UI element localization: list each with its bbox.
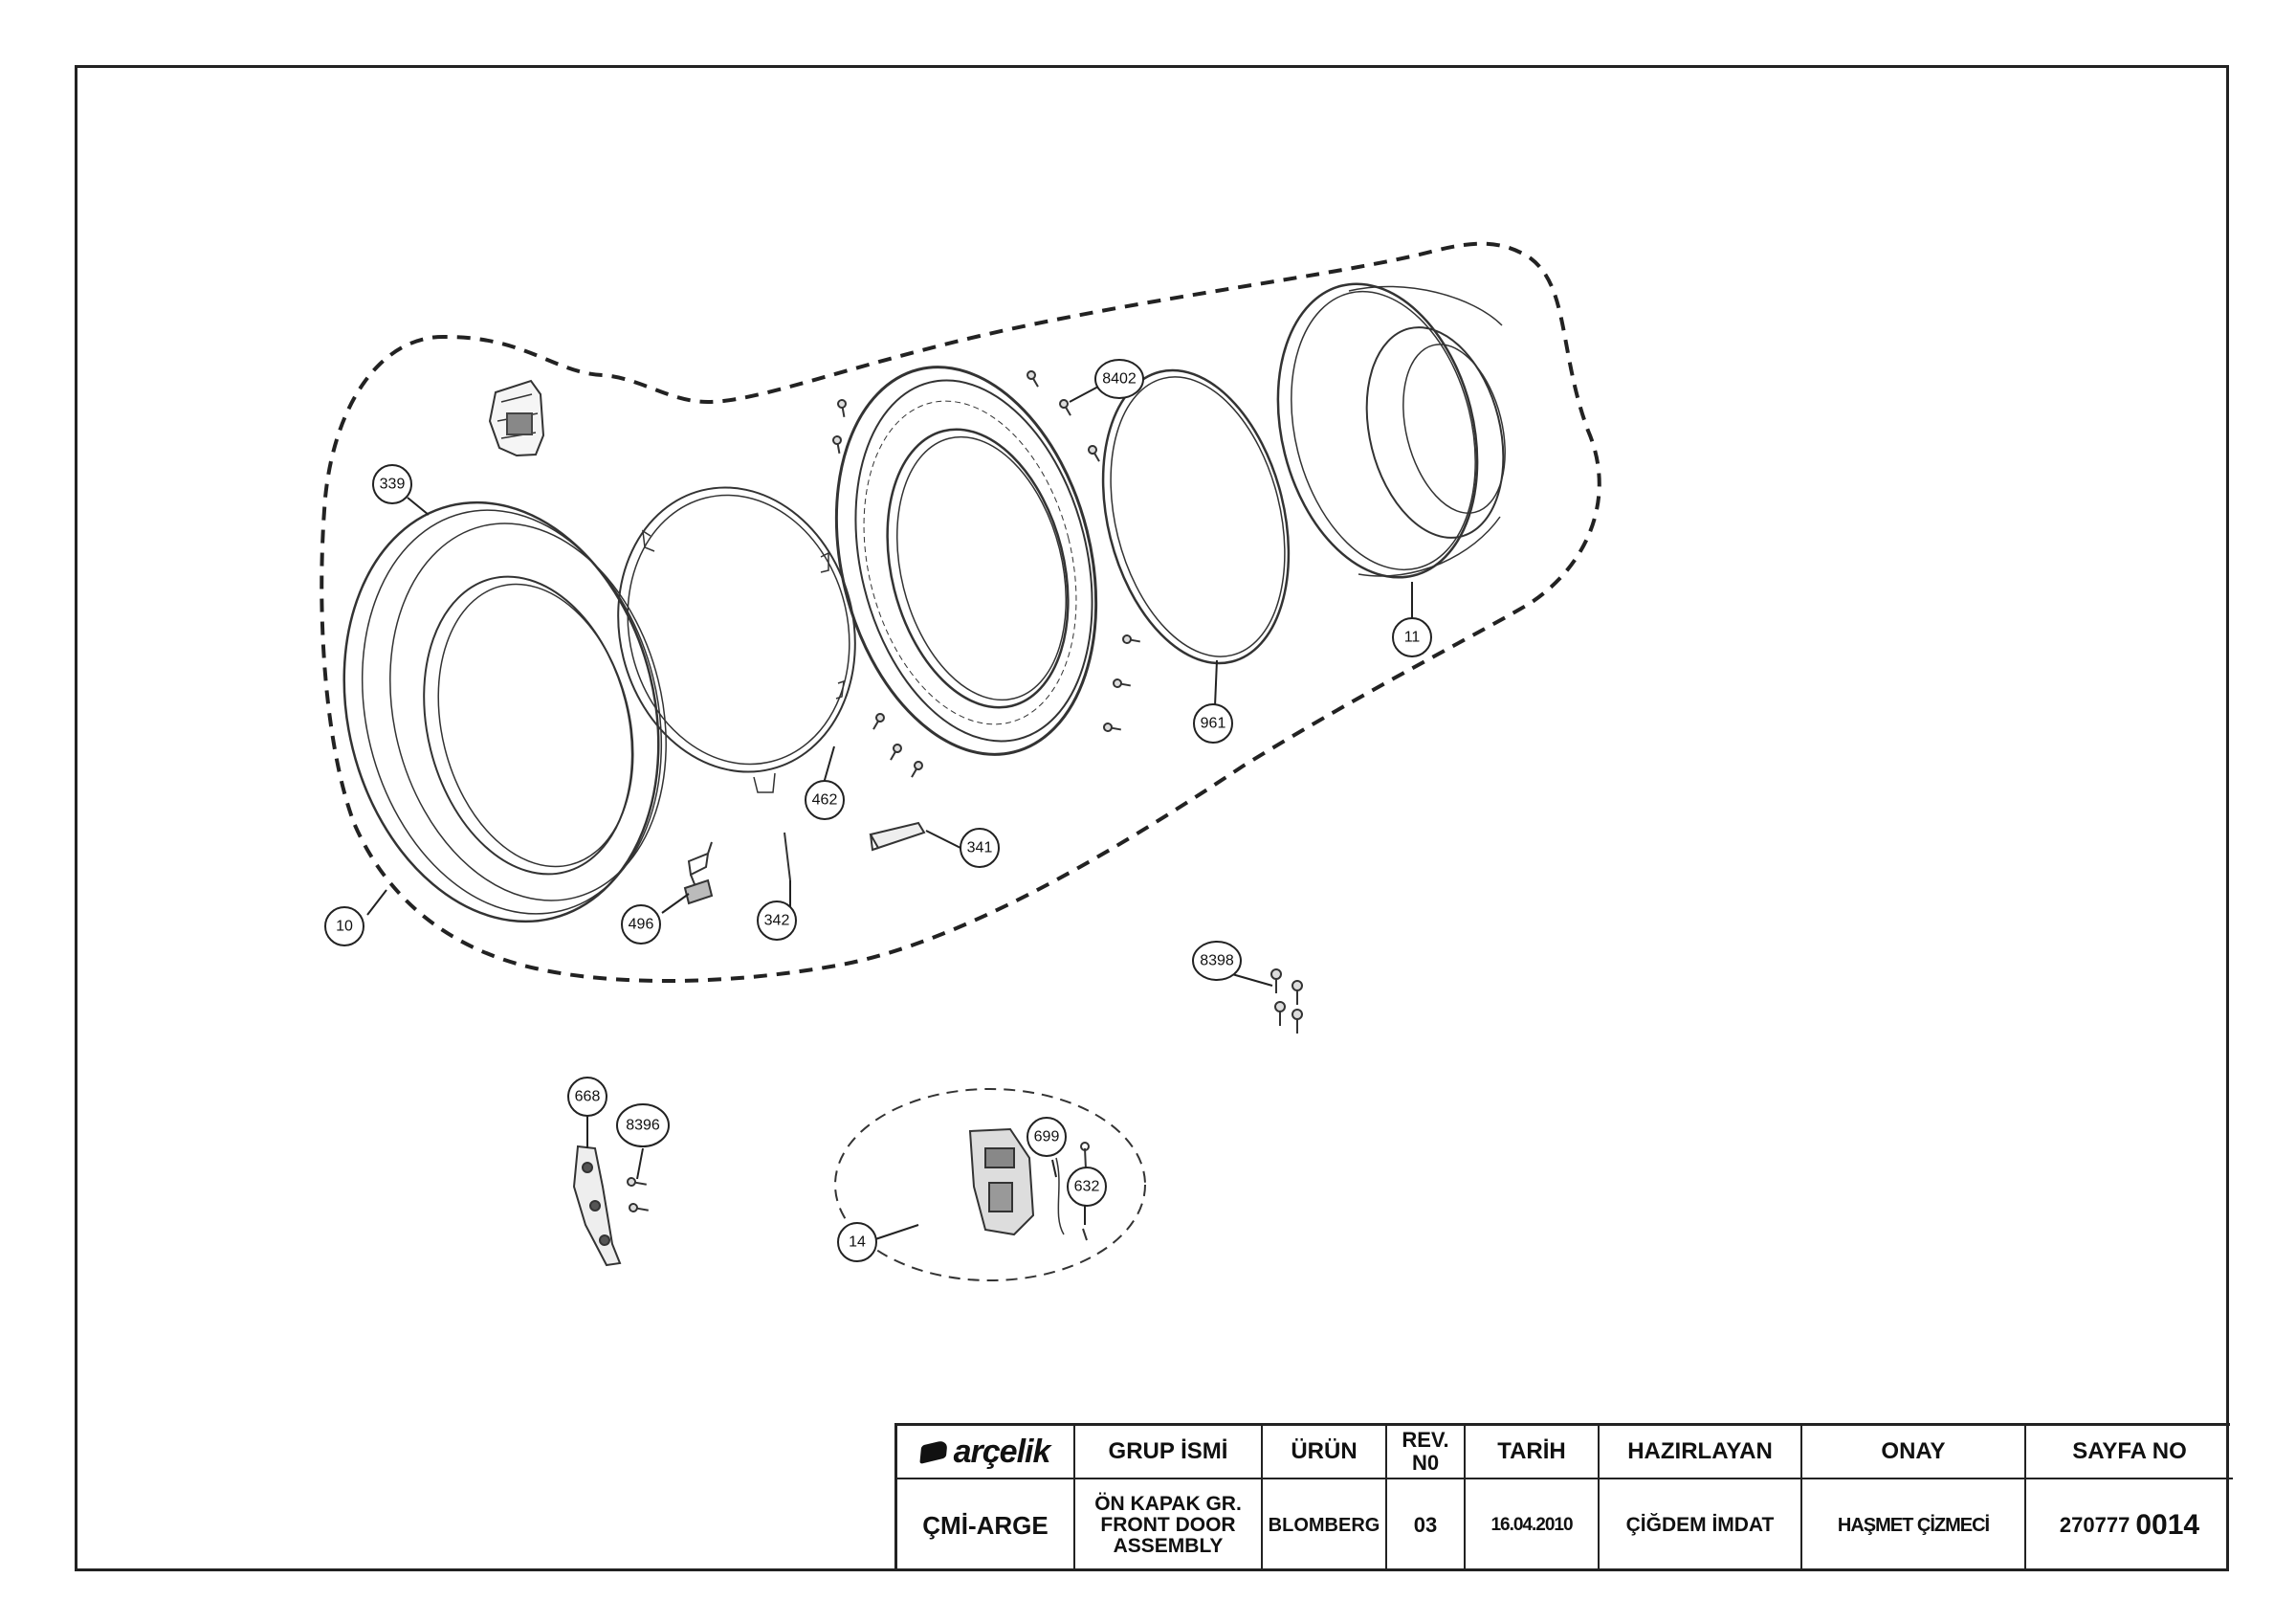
callout-label: 632 [1074,1179,1100,1195]
header-prepared-by: HAZIRLAYAN [1600,1426,1802,1479]
callout-10: 10 [324,906,364,946]
header-rev: REV. N0 [1387,1426,1466,1479]
header-approval: ONAY [1802,1426,2026,1479]
callout-label: 14 [849,1234,866,1251]
part-10-outer-ring [342,500,667,923]
callout-label: 342 [764,913,790,929]
callout-342: 342 [757,900,797,941]
header-date: TARİH [1466,1426,1600,1479]
callout-label: 462 [812,792,838,809]
brand-cell: arçelik [897,1426,1075,1479]
callout-label: 10 [336,919,353,935]
header-page-no: SAYFA NO [2026,1426,2233,1479]
part-496-hinge-spring [683,841,714,905]
callout-label: 11 [1404,630,1421,646]
callout-label: 8402 [1102,371,1137,388]
group-name-line1: ÖN KAPAK GR. [1094,1493,1242,1515]
title-block: arçelik GRUP İSMİ ÜRÜN REV. N0 TARİH HAZ… [894,1423,2233,1571]
callout-339: 339 [372,464,412,504]
callout-label: 496 [629,917,654,933]
callout-11: 11 [1392,617,1432,657]
page-no-value: 270777 0014 [2026,1479,2233,1571]
part-339-clip [488,379,545,457]
callout-496: 496 [621,904,661,945]
brand-name: arçelik [953,1433,1051,1470]
callout-label: 341 [967,840,993,856]
callout-632: 632 [1067,1167,1107,1207]
approval-value: HAŞMET ÇİZMECİ [1802,1479,2026,1571]
callout-341: 341 [960,828,1000,868]
screws-8396 [627,1177,649,1212]
subassembly-boundary [834,1088,1146,1281]
part-14-door-lock [968,1127,1090,1241]
prepared-by-value: ÇİĞDEM İMDAT [1600,1479,1802,1571]
group-name-line2: FRONT DOOR [1100,1514,1236,1536]
callout-699: 699 [1027,1117,1067,1157]
callout-label: 961 [1201,716,1226,732]
brand-logo-icon [918,1438,948,1465]
drawing-frame [75,65,2229,1571]
callout-label: 8398 [1200,953,1234,969]
page-no-prefix: 270777 [2059,1513,2130,1537]
leader-lines [366,386,1413,1241]
assembly-boundary [320,241,1601,983]
header-product: ÜRÜN [1263,1426,1387,1479]
callout-462: 462 [805,780,845,820]
part-341-handle [869,821,926,852]
header-group-name: GRUP İSMİ [1075,1426,1263,1479]
header-rev-line2: N0 [1411,1451,1440,1475]
callout-label: 8396 [626,1118,660,1134]
group-name-value: ÖN KAPAK GR. FRONT DOOR ASSEMBLY [1075,1479,1263,1571]
part-inner-frame [834,366,1098,756]
group-name-line3: ASSEMBLY [1113,1535,1224,1557]
callout-8398: 8398 [1192,941,1242,981]
callout-label: 339 [380,477,406,493]
callout-668: 668 [567,1077,607,1117]
product-value: BLOMBERG [1263,1479,1387,1571]
screws-frame [832,370,1140,778]
part-668-hinge [572,1145,622,1267]
rev-value: 03 [1387,1479,1466,1571]
header-rev-line1: REV. [1402,1428,1449,1452]
page-no-suffix: 0014 [2135,1509,2200,1541]
callout-label: 668 [575,1089,601,1105]
callout-label: 699 [1034,1129,1060,1145]
part-462-gasket [617,486,856,793]
callout-961: 961 [1193,703,1233,744]
department-value: ÇMİ-ARGE [897,1479,1075,1571]
part-11-glass-bowl [1276,282,1506,579]
callout-8396: 8396 [616,1103,670,1147]
date-value: 16.04.2010 [1466,1479,1600,1571]
part-961-seal [1101,368,1291,665]
callout-8402: 8402 [1094,359,1144,399]
callout-14: 14 [837,1222,877,1262]
screws-8398 [1270,968,1303,1034]
part-342-pin [784,832,791,881]
